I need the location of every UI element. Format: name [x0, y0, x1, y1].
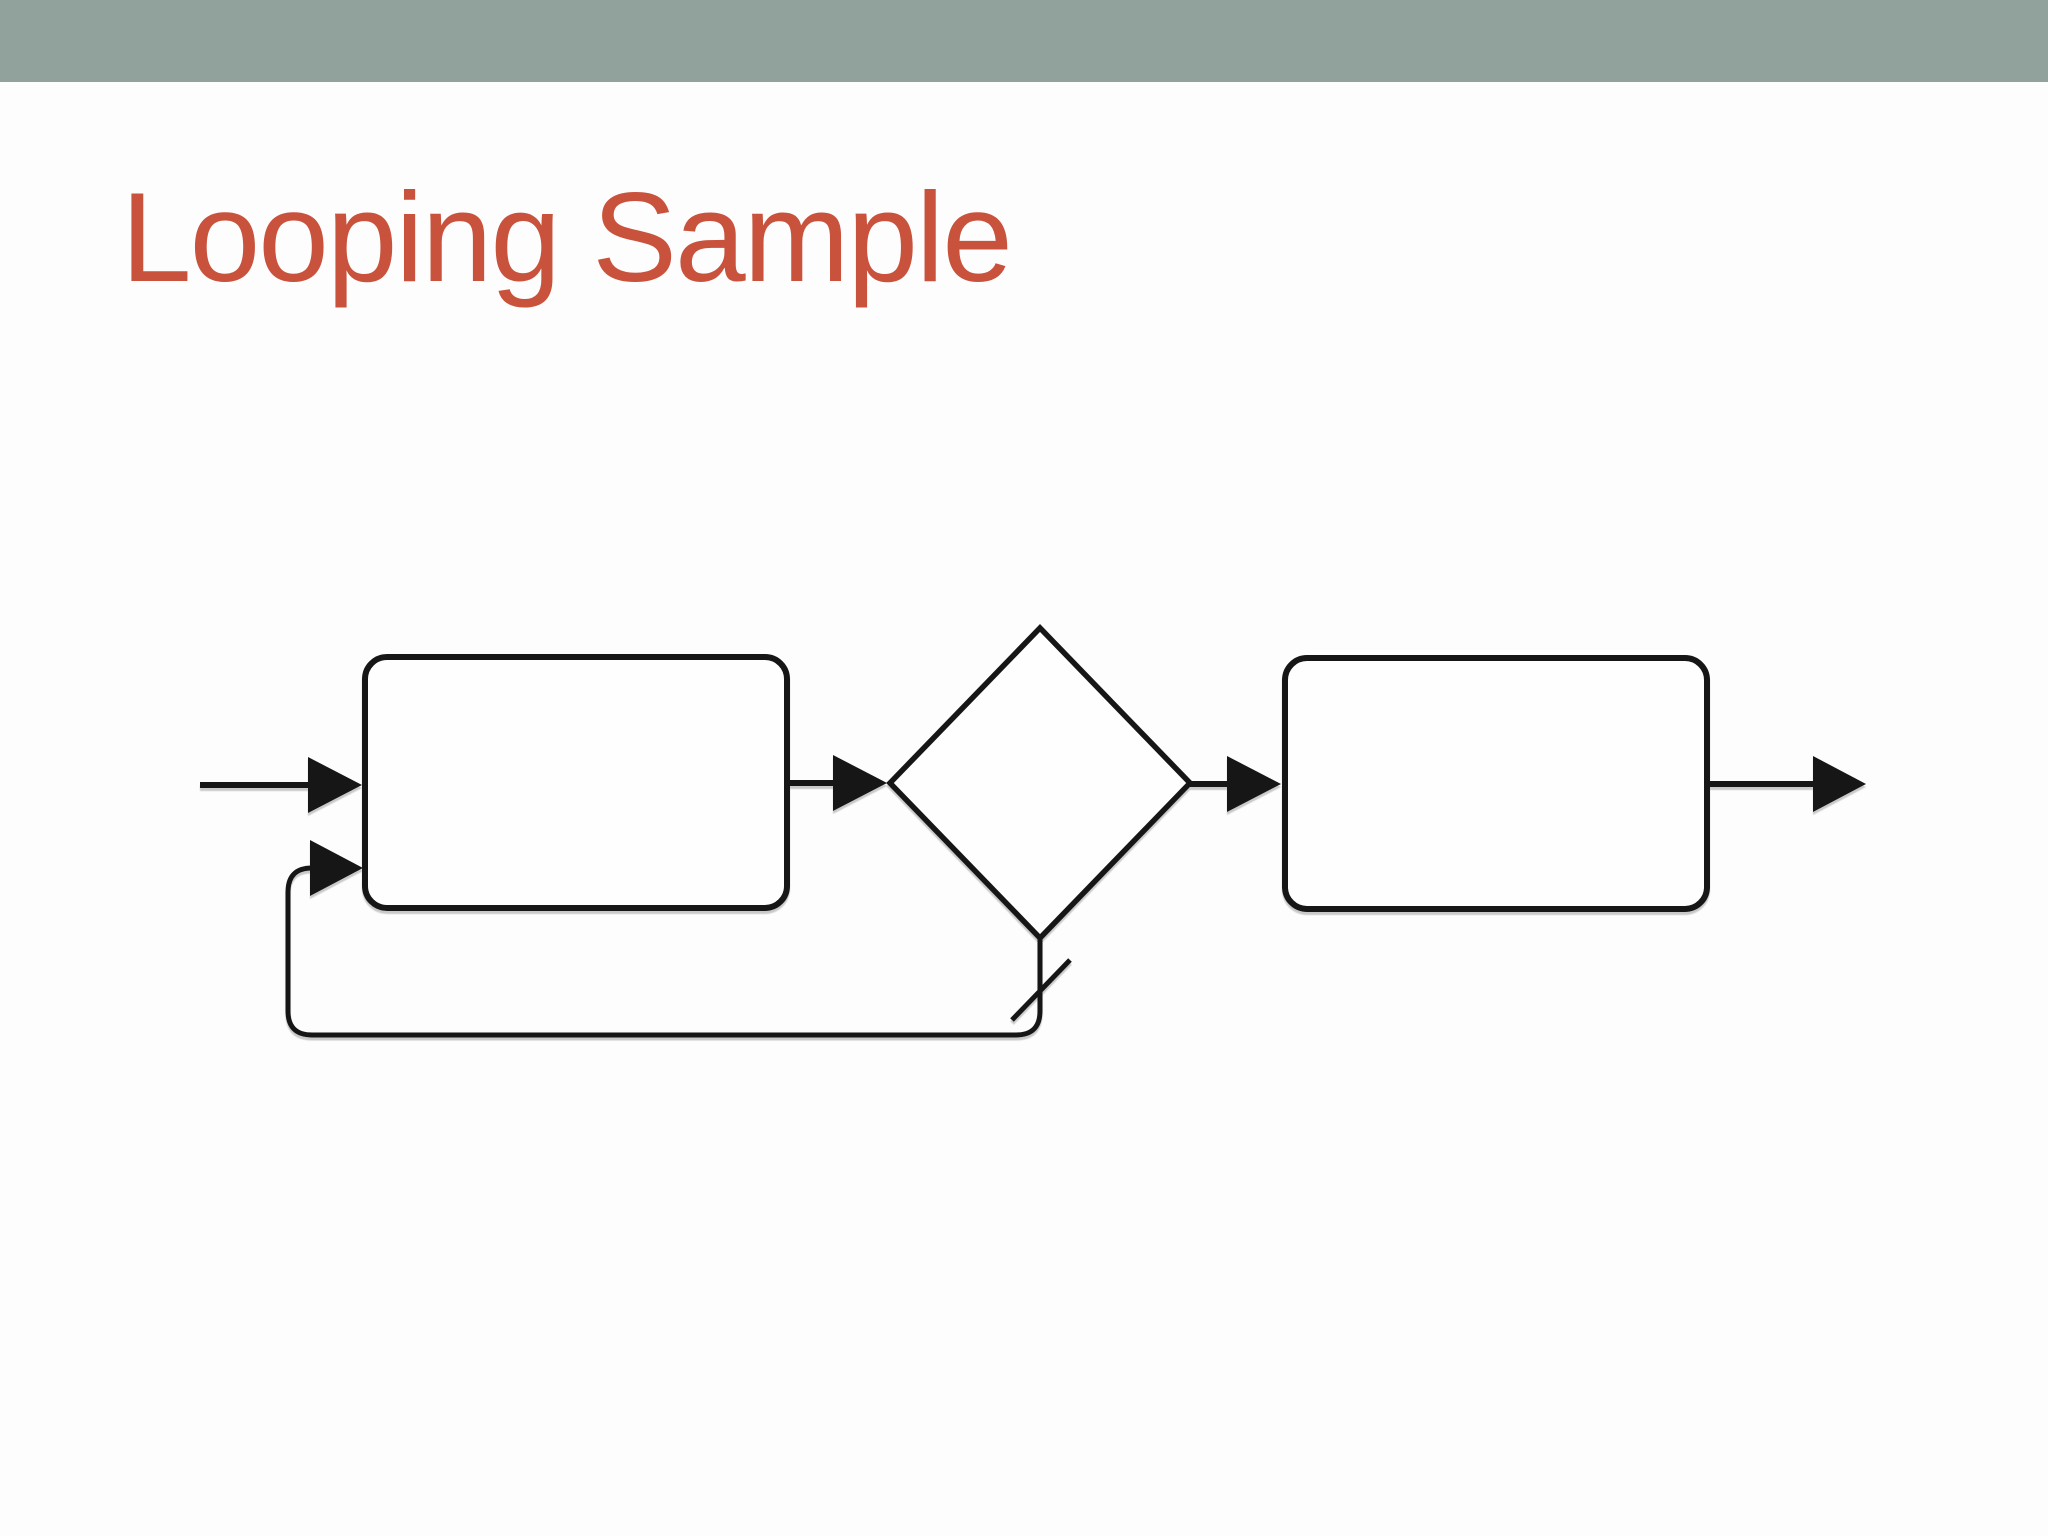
gateway-diamond [886, 624, 1194, 942]
arrowhead-end [1813, 756, 1866, 812]
arrowhead-into-task1 [308, 757, 362, 813]
header-bar [0, 0, 2048, 82]
default-flow-slash-marker [1010, 958, 1072, 1022]
task-1-box [362, 654, 790, 911]
slide-title: Looping Sample [121, 166, 1013, 308]
arrowhead-into-gateway [833, 755, 887, 811]
arrowhead-into-task2 [1227, 756, 1281, 812]
edge-loopback [285, 865, 1043, 1038]
task-2-box [1282, 655, 1710, 912]
arrowhead-loopback-into-task1 [310, 840, 363, 896]
